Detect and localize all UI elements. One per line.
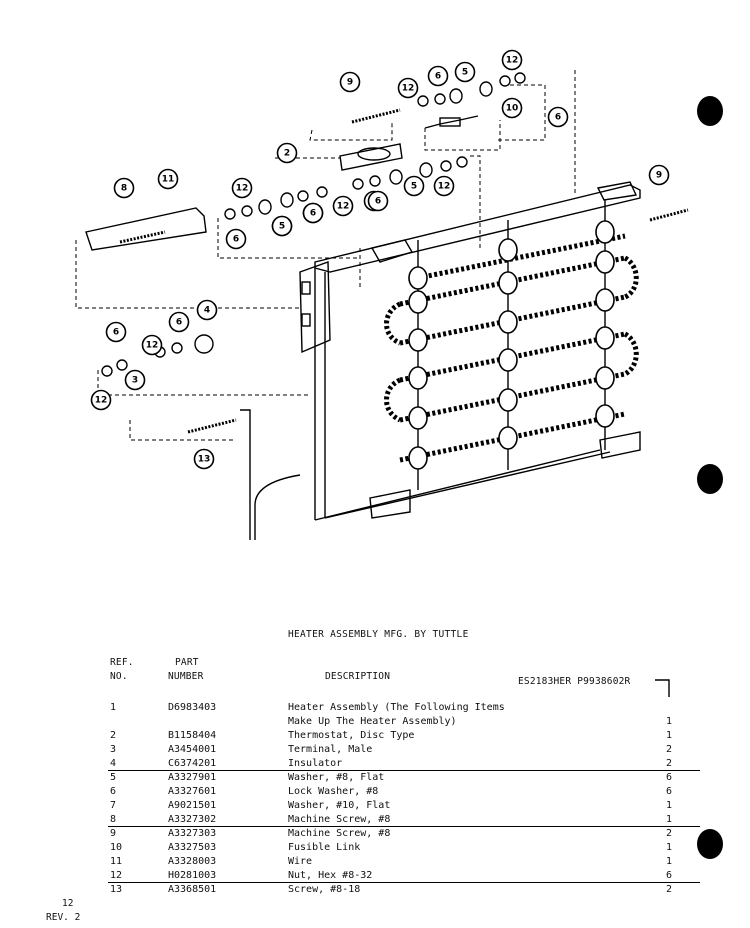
svg-text:6: 6: [113, 328, 119, 338]
svg-text:5: 5: [462, 68, 468, 78]
svg-text:12: 12: [95, 396, 108, 406]
svg-text:12: 12: [506, 56, 519, 66]
callout-12: 12: [332, 195, 354, 217]
callout-6: 6: [302, 202, 324, 224]
callout-5: 5: [271, 215, 293, 237]
svg-text:12: 12: [236, 184, 249, 194]
svg-text:12: 12: [402, 84, 415, 94]
callout-12: 12: [397, 77, 419, 99]
binder-hole-bottom: [697, 829, 723, 859]
header-part-line1: PART: [175, 657, 199, 668]
model-bracket: [655, 679, 670, 697]
svg-text:6: 6: [555, 113, 561, 123]
svg-text:12: 12: [146, 341, 159, 351]
header-part-line2: NUMBER: [168, 671, 204, 682]
svg-text:12: 12: [337, 202, 350, 212]
svg-text:9: 9: [656, 171, 662, 181]
callout-6: 6: [168, 311, 190, 333]
exploded-parts-diagram: 126512106925612656128111265691264631213: [75, 49, 689, 540]
callout-10: 10: [501, 97, 523, 119]
callout-6: 6: [427, 65, 449, 87]
callout-9: 9: [339, 71, 361, 93]
callout-5: 5: [454, 61, 476, 83]
callout-9: 9: [648, 164, 670, 186]
svg-text:9: 9: [347, 78, 353, 88]
svg-text:6: 6: [375, 197, 381, 207]
svg-text:6: 6: [310, 209, 316, 219]
callout-4: 4: [196, 299, 218, 321]
callout-5: 5: [403, 175, 425, 197]
callout-12: 12: [433, 175, 455, 197]
binder-hole-top: [697, 96, 723, 126]
table-divider: [108, 770, 700, 771]
callout-6: 6: [105, 321, 127, 343]
callout-6: 6: [367, 190, 389, 212]
callout-2: 2: [276, 142, 298, 164]
svg-text:5: 5: [279, 222, 285, 232]
svg-text:5: 5: [411, 182, 417, 192]
svg-text:12: 12: [438, 182, 451, 192]
callout-11: 11: [157, 168, 179, 190]
table-row: Make Up The Heater Assembly)1: [288, 716, 673, 727]
svg-text:10: 10: [506, 104, 519, 114]
page-number: 12: [62, 898, 74, 909]
header-model: ES2183HER P9938602R: [518, 676, 631, 687]
header-ref-line1: REF.: [110, 657, 134, 668]
revision-label: REV. 2: [46, 912, 81, 923]
table-divider: [108, 826, 700, 827]
svg-text:11: 11: [162, 175, 175, 185]
callout-12: 12: [231, 177, 253, 199]
table-divider: [108, 882, 700, 883]
callout-12: 12: [90, 389, 112, 411]
svg-text:8: 8: [121, 184, 127, 194]
svg-text:3: 3: [132, 376, 138, 386]
callout-6: 6: [225, 228, 247, 250]
diagram-caption: HEATER ASSEMBLY MFG. BY TUTTLE: [288, 629, 469, 640]
svg-text:2: 2: [284, 149, 290, 159]
svg-text:4: 4: [204, 306, 210, 316]
callout-3: 3: [124, 369, 146, 391]
binder-hole-middle: [697, 464, 723, 494]
callout-8: 8: [113, 177, 135, 199]
callout-6: 6: [547, 106, 569, 128]
callout-12: 12: [501, 49, 523, 71]
header-ref-line2: NO.: [110, 671, 128, 682]
svg-text:6: 6: [435, 72, 441, 82]
callout-13: 13: [193, 448, 215, 470]
svg-text:6: 6: [233, 235, 239, 245]
header-description: DESCRIPTION: [325, 671, 391, 682]
svg-text:6: 6: [176, 318, 182, 328]
callout-12: 12: [141, 334, 163, 356]
svg-text:13: 13: [198, 455, 211, 465]
